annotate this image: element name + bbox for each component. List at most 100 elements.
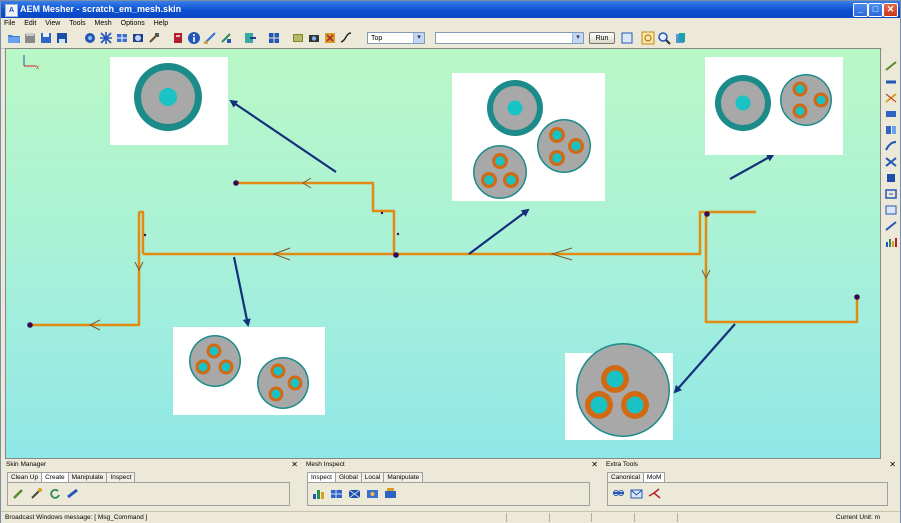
- chevron-down-icon[interactable]: ▾: [413, 33, 424, 43]
- pencil-icon[interactable]: [12, 487, 25, 500]
- route-tool-icon[interactable]: [884, 76, 898, 88]
- grid-align-icon[interactable]: [219, 31, 233, 45]
- command-input[interactable]: ▾: [435, 32, 584, 44]
- rotate-icon[interactable]: [48, 487, 61, 500]
- console-icon[interactable]: [620, 31, 634, 45]
- menu-tools[interactable]: Tools: [69, 20, 86, 27]
- save-as-icon[interactable]: [55, 31, 69, 45]
- tab-manipulate[interactable]: Manipulate: [383, 472, 424, 482]
- zoom-fit-icon[interactable]: [641, 31, 655, 45]
- connector-tool-icon[interactable]: [884, 204, 898, 216]
- mesh-select-icon[interactable]: [366, 487, 379, 500]
- measure-icon[interactable]: [203, 31, 217, 45]
- mesh-quality-icon[interactable]: [330, 487, 343, 500]
- open-folder-icon[interactable]: [7, 31, 21, 45]
- skin-manager-title: Skin Manager: [3, 460, 300, 469]
- tab-local[interactable]: Local: [360, 472, 385, 482]
- close-icon[interactable]: ✕: [291, 460, 298, 469]
- join-tool-icon[interactable]: [884, 108, 898, 120]
- close-icon[interactable]: ✕: [889, 460, 896, 469]
- measure-tool-icon[interactable]: [884, 220, 898, 232]
- mesh-node-tool-icon[interactable]: [884, 172, 898, 184]
- bend-tool-icon[interactable]: [884, 140, 898, 152]
- extrude-icon[interactable]: [66, 487, 79, 500]
- book-icon[interactable]: [171, 31, 185, 45]
- cross-section-bundle-pair[interactable]: [173, 327, 325, 415]
- menu-edit[interactable]: Edit: [24, 20, 37, 27]
- close-icon[interactable]: ✕: [591, 460, 598, 469]
- mesh-icon[interactable]: [99, 31, 113, 45]
- close-button[interactable]: ✕: [883, 3, 898, 17]
- menu-view[interactable]: View: [45, 20, 61, 27]
- attach-tool-icon[interactable]: [884, 188, 898, 200]
- scene-canvas[interactable]: x: [6, 49, 881, 459]
- menu-file[interactable]: File: [4, 20, 16, 27]
- route-nodes[interactable]: [27, 180, 860, 328]
- tab-canonical[interactable]: Canonical: [607, 472, 644, 482]
- model-icon[interactable]: [83, 31, 97, 45]
- main-toolbar: Top ▾ ▾ Run: [1, 29, 900, 49]
- current-unit: Current Unit: m: [835, 514, 880, 521]
- right-toolbar: [882, 48, 900, 459]
- run-button[interactable]: Run: [589, 32, 615, 44]
- envelope-icon[interactable]: [630, 487, 643, 500]
- title-bar[interactable]: A AEM Mesher - scratch_em_mesh.skin _ □ …: [1, 1, 900, 18]
- zoom-icon[interactable]: [657, 31, 671, 45]
- menu-help[interactable]: Help: [153, 20, 169, 27]
- dipole-icon[interactable]: [612, 487, 625, 500]
- settings-icon[interactable]: [323, 31, 337, 45]
- transform-tool-icon[interactable]: [884, 156, 898, 168]
- mesh-report-icon[interactable]: [384, 487, 397, 500]
- probe-icon[interactable]: [648, 487, 661, 500]
- tab-inspect[interactable]: Inspect: [106, 472, 136, 482]
- export-icon[interactable]: [243, 31, 257, 45]
- mesh-surface-icon[interactable]: [115, 31, 129, 45]
- layout-grid-icon[interactable]: [267, 31, 281, 45]
- cut-tool-icon[interactable]: [884, 92, 898, 104]
- repair-icon[interactable]: [147, 31, 161, 45]
- split-tool-icon[interactable]: [884, 124, 898, 136]
- shade-icon[interactable]: [131, 31, 145, 45]
- status-separator: [677, 513, 678, 522]
- menu-options[interactable]: Options: [120, 20, 145, 27]
- cable-route[interactable]: [30, 181, 859, 327]
- axis-triad: x: [23, 55, 39, 71]
- tab-inspect[interactable]: Inspect: [307, 472, 336, 482]
- tab-manipulate[interactable]: Manipulate: [67, 472, 108, 482]
- line-tool-icon[interactable]: [884, 60, 898, 72]
- view-cube-icon[interactable]: [673, 31, 687, 45]
- extra-tools-title: Extra Tools: [603, 460, 898, 469]
- chevron-down-icon[interactable]: ▾: [572, 33, 583, 43]
- tab-create[interactable]: Create: [41, 472, 69, 482]
- properties-icon[interactable]: [291, 31, 305, 45]
- save-icon[interactable]: [39, 31, 53, 45]
- tab-global[interactable]: Global: [334, 472, 362, 482]
- cross-section-three-cables[interactable]: [452, 73, 605, 201]
- tab-clean-up[interactable]: Clean Up: [7, 472, 43, 482]
- cross-section-two-cables[interactable]: [705, 57, 843, 155]
- minimize-button[interactable]: _: [853, 3, 868, 17]
- view-select[interactable]: Top ▾: [367, 32, 425, 44]
- info-icon[interactable]: [187, 31, 201, 45]
- status-bar: Broadcast Windows message: [ Msg_Command…: [1, 511, 900, 523]
- graphics-viewport[interactable]: x: [5, 48, 881, 459]
- chart-tool-icon[interactable]: [884, 236, 898, 248]
- cross-section-single-jacket[interactable]: [110, 57, 228, 145]
- route-direction-marks: [88, 177, 711, 331]
- import-icon[interactable]: [23, 31, 37, 45]
- wand-icon[interactable]: [30, 487, 43, 500]
- camera-icon[interactable]: [307, 31, 321, 45]
- tab-mom[interactable]: MoM: [642, 472, 666, 482]
- cross-section-large-triplex[interactable]: [565, 343, 673, 440]
- menu-mesh[interactable]: Mesh: [94, 20, 112, 27]
- maximize-button[interactable]: □: [868, 3, 883, 17]
- histogram-icon[interactable]: [312, 487, 325, 500]
- status-separator: [591, 513, 592, 522]
- mesh-check-icon[interactable]: [348, 487, 361, 500]
- route-icon[interactable]: [339, 31, 353, 45]
